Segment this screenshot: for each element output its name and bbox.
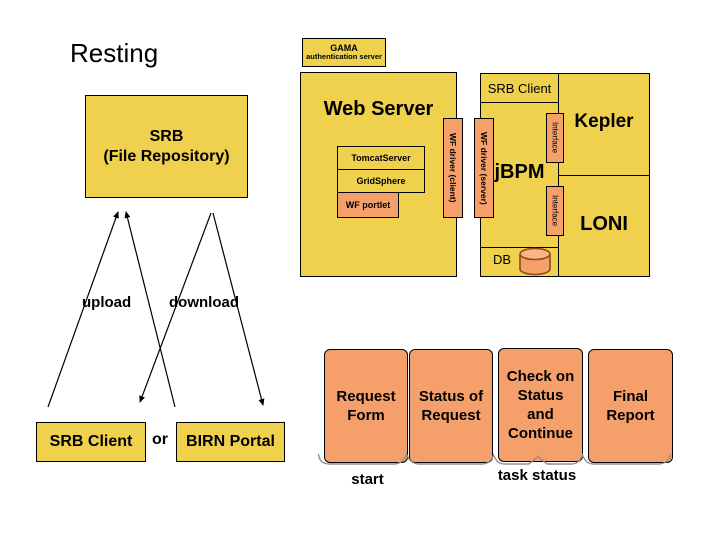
wf-driver-server-label: WF driver (server) [479,131,489,205]
gama-auth-server-box: GAMA authentication server [302,38,386,67]
loni-box [558,175,650,277]
gridsphere-box: GridSphere [337,169,425,193]
wf-driver-server-bar: WF driver (server) [474,118,494,218]
final-report-label: Final Report [606,388,655,424]
database-cylinder-icon [518,247,552,282]
gridsphere-label: GridSphere [356,176,406,186]
jbpm-label: jBPM [494,161,545,183]
start-label: start [351,471,384,488]
or-label: or [152,431,168,448]
srb-client-top-label: SRB Client [487,80,552,96]
gama-subtitle: authentication server [306,52,382,62]
process-box-request-form: Request Form [324,349,408,463]
srb-repository-subtitle: (File Repository) [103,147,230,165]
srb-repository-box: SRB (File Repository) [85,95,248,198]
kepler-box [558,73,650,176]
db-label: DB [492,252,512,267]
srb-client-box: SRB Client [36,422,146,462]
process-box-final-report: Final Report [588,349,673,463]
task-status-label: task status [497,467,577,484]
interface-top-bar: Interface [546,113,564,163]
wf-portlet-box: WF portlet [337,192,399,218]
srb-client-top-box: SRB Client [480,73,559,103]
process-box-status-of-request: Status of Request [409,349,493,463]
tomcat-server-box: TomcatServer [337,146,425,170]
birn-portal-label: BIRN Portal [186,433,275,450]
status-of-request-label: Status of Request [418,388,484,424]
srb-client-label: SRB Client [49,433,133,450]
upload-label: upload [82,294,132,311]
gama-title: GAMA [330,43,358,54]
slide-title: Resting [70,38,159,68]
web-server-title: Web Server [323,98,434,120]
birn-portal-box: BIRN Portal [176,422,285,462]
kepler-label: Kepler [574,111,634,132]
interface-top-label: Interface [550,122,560,154]
process-box-check-on-status: Check on Status and Continue [498,348,583,462]
loni-label: LONI [580,213,628,235]
check-on-status-label: Check on Status and Continue [506,368,575,442]
wf-driver-client-label: WF driver (client) [448,133,458,203]
interface-bottom-bar: Interface [546,186,564,236]
interface-bottom-label: Interface [550,195,560,227]
wf-driver-client-bar: WF driver (client) [443,118,463,218]
download-label: download [169,294,239,311]
request-form-label: Request Form [336,388,396,424]
upload-arrow-birn-portal [124,211,176,408]
srb-repository-title: SRB [149,127,184,145]
wf-portlet-label: WF portlet [345,200,391,210]
tomcat-server-label: TomcatServer [351,153,411,163]
